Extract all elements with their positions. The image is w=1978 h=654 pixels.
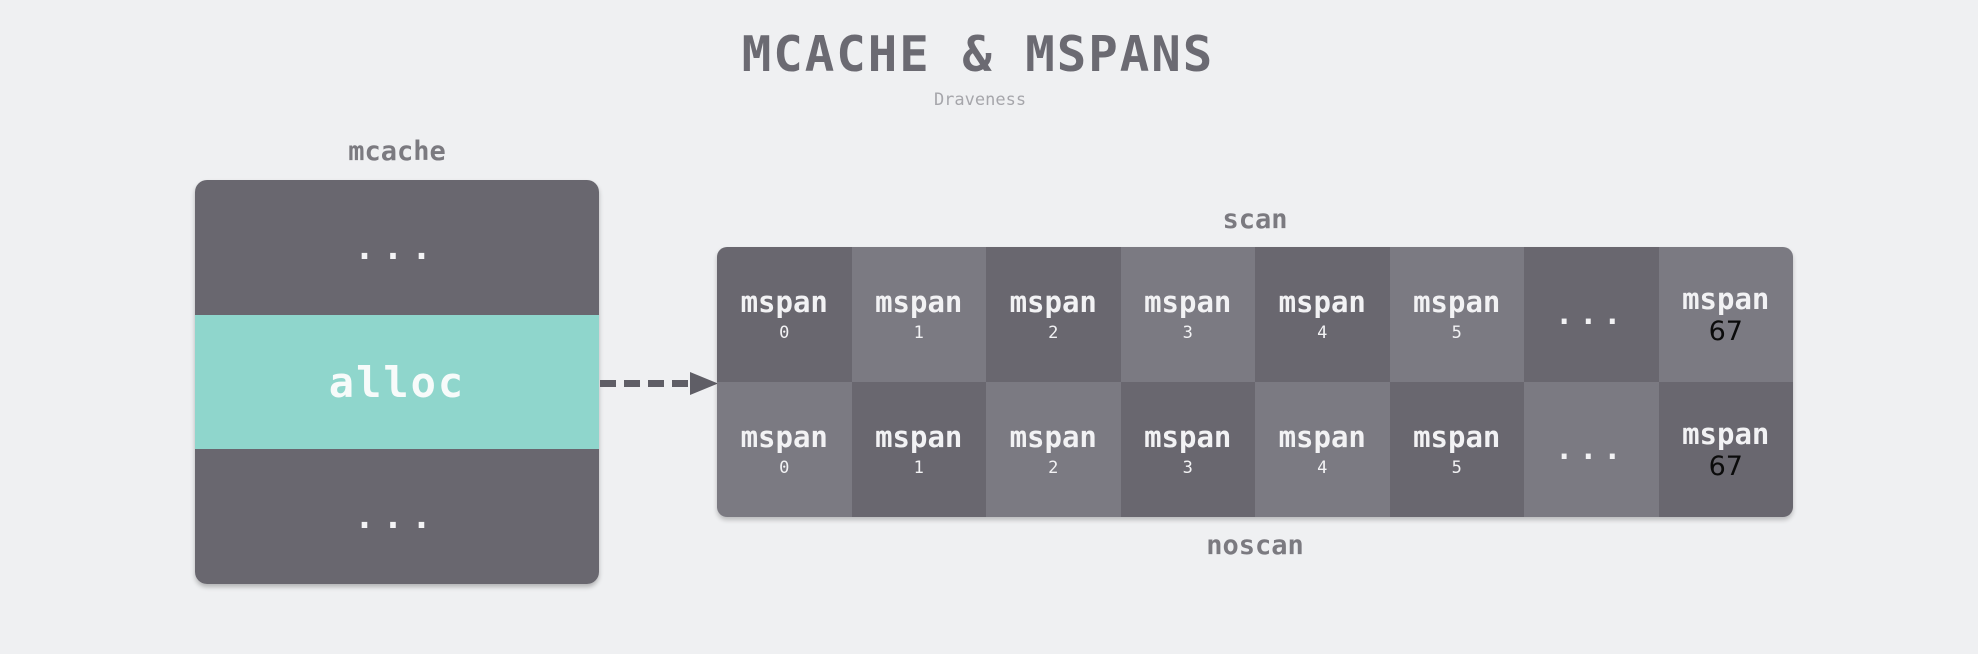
mspan-name: mspan — [1144, 284, 1232, 319]
mspan-name: mspan — [875, 284, 963, 319]
mspan-name: mspan — [1413, 284, 1501, 319]
mspans-grid: mspan 0 mspan 1 mspan 2 mspan 3 mspan 4 mspan 5... m… — [717, 247, 1793, 517]
mspan-index: 4 — [1317, 457, 1328, 478]
scan-mspan-cell: mspan 0 — [717, 247, 852, 382]
mspan-index: 1 — [913, 457, 924, 478]
scan-mspan-cell: mspan 4 — [1255, 247, 1390, 382]
mcache-label: mcache — [348, 136, 446, 167]
mspan-index: 67 — [1708, 315, 1743, 347]
mspan-name: mspan — [740, 284, 828, 319]
mspan-index: 0 — [779, 457, 790, 478]
mspan-name: mspan — [1144, 419, 1232, 454]
scan-label: scan — [1222, 204, 1288, 235]
alloc-label: alloc — [328, 357, 466, 407]
mspan-name: mspan — [1413, 419, 1501, 454]
mspan-index: 2 — [1048, 322, 1059, 343]
arrow-dash-line — [600, 380, 688, 387]
scan-mspan-cell: mspan 3 — [1120, 247, 1255, 382]
scan-mspan-cell: mspan 1 — [851, 247, 986, 382]
mcache-box: ... alloc ... — [195, 180, 599, 584]
mcache-alloc-row: alloc — [195, 315, 599, 449]
mspan-name: mspan — [875, 419, 963, 454]
mspan-name: mspan — [1682, 416, 1770, 451]
mspan-index: 5 — [1451, 322, 1462, 343]
mcache-row-bottom: ... — [195, 449, 599, 584]
noscan-mspan-cell: mspan 0 — [717, 382, 852, 517]
noscan-mspan-cell: mspan 4 — [1255, 382, 1390, 517]
scan-mspan-cell: mspan 2 — [986, 247, 1121, 382]
mspan-name: mspan — [1278, 419, 1366, 454]
diagram-subtitle: Draveness — [933, 90, 1027, 110]
mspan-index: 2 — [1048, 457, 1059, 478]
mspan-index: 3 — [1182, 457, 1193, 478]
noscan-label: noscan — [1206, 530, 1304, 561]
mcache-ellipsis-bottom: ... — [354, 496, 440, 537]
mcache-ellipsis-top: ... — [354, 227, 440, 268]
mspan-name: mspan — [1682, 281, 1770, 316]
mspan-index: 4 — [1317, 322, 1328, 343]
mspan-index: 67 — [1708, 450, 1743, 482]
scan-mspan-cell: ... — [1524, 247, 1659, 382]
noscan-mspan-cell: mspan 5 — [1389, 382, 1524, 517]
noscan-mspan-cell: mspan 1 — [851, 382, 986, 517]
mspan-ellipsis: ... — [1555, 432, 1628, 467]
mspan-name: mspan — [1009, 419, 1097, 454]
mspan-index: 5 — [1451, 457, 1462, 478]
noscan-mspan-cell: mspan 2 — [986, 382, 1121, 517]
diagram-title: MCACHE & MSPANS — [741, 26, 1215, 83]
mspan-index: 3 — [1182, 322, 1193, 343]
noscan-mspan-cell: mspan 3 — [1120, 382, 1255, 517]
noscan-mspan-cell: ... — [1524, 382, 1659, 517]
mcache-row-top: ... — [195, 180, 599, 315]
mspan-ellipsis: ... — [1555, 297, 1628, 332]
arrow-head-icon — [690, 372, 718, 395]
mspan-name: mspan — [1009, 284, 1097, 319]
mspan-name: mspan — [740, 419, 828, 454]
mspan-index: 1 — [913, 322, 924, 343]
mspan-name: mspan — [1278, 284, 1366, 319]
scan-mspan-cell: mspan 5 — [1389, 247, 1524, 382]
mspan-index: 0 — [779, 322, 790, 343]
alloc-arrow — [600, 372, 718, 395]
